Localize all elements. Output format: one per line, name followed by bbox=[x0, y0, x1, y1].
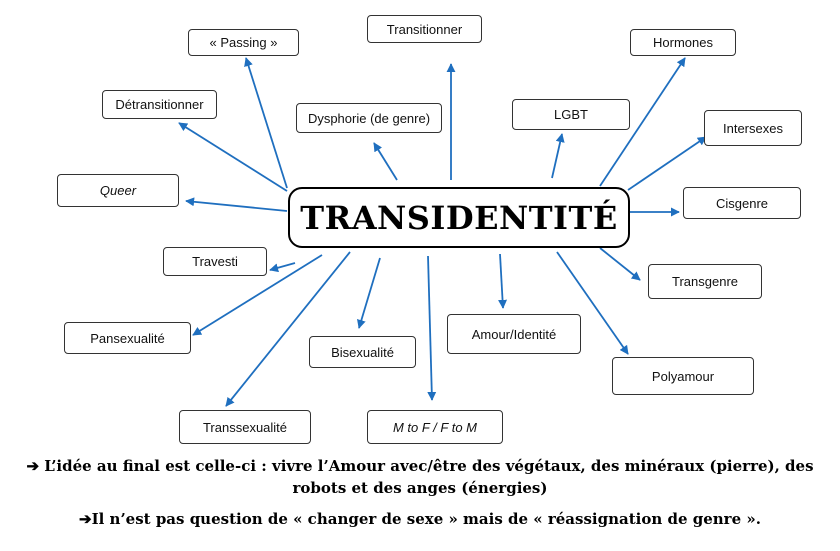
arrow-to-amour bbox=[498, 253, 508, 309]
arrow-to-intersexes bbox=[627, 136, 707, 191]
node-passing: « Passing » bbox=[188, 29, 299, 56]
arrow-to-lgbt bbox=[551, 133, 565, 179]
node-polyamour: Polyamour bbox=[612, 357, 754, 395]
arrow-to-mtof bbox=[427, 255, 437, 401]
node-transgenre: Transgenre bbox=[648, 264, 762, 299]
node-lgbt: LGBT bbox=[512, 99, 630, 130]
arrow-to-detransitionner bbox=[178, 122, 288, 192]
node-queer: Queer bbox=[57, 174, 179, 207]
node-amour-identite: Amour/Identité bbox=[447, 314, 581, 354]
node-transsexualite: Transsexualité bbox=[179, 410, 311, 444]
center-node: TRANSIDENTITÉ bbox=[288, 187, 630, 248]
node-pansexualite: Pansexualité bbox=[64, 322, 191, 354]
arrow-to-queer bbox=[185, 197, 288, 212]
arrow-to-hormones bbox=[599, 57, 686, 187]
arrow-to-travesti bbox=[269, 262, 296, 273]
node-cisgenre: Cisgenre bbox=[683, 187, 801, 219]
node-m-to-f: M to F / F to M bbox=[367, 410, 503, 444]
node-travesti: Travesti bbox=[163, 247, 267, 276]
note-line-1: ➔ L’idée au final est celle-ci : vivre l… bbox=[26, 457, 814, 497]
arrow-to-transgenre bbox=[599, 247, 641, 281]
arrow-to-transsexualite bbox=[225, 251, 351, 407]
arrow-to-dysphorie bbox=[373, 142, 398, 181]
arrow-to-polyamour bbox=[556, 251, 629, 355]
arrow-to-bisexualite bbox=[357, 257, 381, 329]
arrow-to-pansexualite bbox=[192, 254, 323, 336]
node-transitionner: Transitionner bbox=[367, 15, 482, 43]
note-line-2: ➔Il n’est pas question de « changer de s… bbox=[79, 510, 761, 528]
node-dysphorie: Dysphorie (de genre) bbox=[296, 103, 442, 133]
node-detransitionner: Détransitionner bbox=[102, 90, 217, 119]
node-bisexualite: Bisexualité bbox=[309, 336, 416, 368]
arrow-to-passing bbox=[244, 57, 288, 189]
node-intersexes: Intersexes bbox=[704, 110, 802, 146]
node-hormones: Hormones bbox=[630, 29, 736, 56]
